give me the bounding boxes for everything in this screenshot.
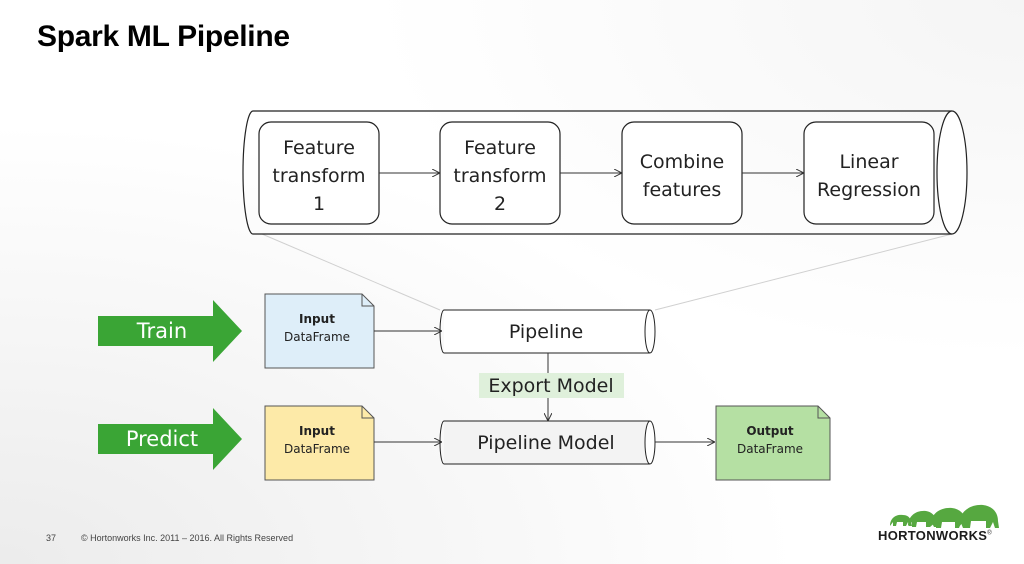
logo-wordmark: HORTONWORKS xyxy=(878,528,988,543)
pipeline-label: Pipeline xyxy=(509,321,583,343)
stage-2-line-3: 2 xyxy=(494,193,506,215)
stage-box-4: Linear Regression xyxy=(803,121,935,225)
pipeline-detail-cylinder xyxy=(242,110,968,235)
elephant-icon xyxy=(890,504,999,528)
output-dataframe: Output DataFrame xyxy=(715,405,831,481)
train-arrow-shape xyxy=(98,300,242,362)
predict-input-subtitle: DataFrame xyxy=(284,442,350,456)
stage-1-line-2: transform xyxy=(272,165,365,187)
pipeline-cylinder: Pipeline xyxy=(439,309,656,354)
pipeline-model-cylinder: Pipeline Model xyxy=(439,420,656,465)
logo-text: HORTONWORKS® xyxy=(878,528,992,543)
stage-2-line-2: transform xyxy=(453,165,546,187)
stage-3-line-1: Combine xyxy=(640,151,724,173)
zoom-line-left xyxy=(261,233,441,311)
stage-4-line-2: Regression xyxy=(817,179,921,201)
train-input-dataframe: Input DataFrame xyxy=(264,293,375,369)
stage-1-line-3: 1 xyxy=(313,193,325,215)
train-arrow: Train xyxy=(98,300,242,362)
export-model-badge xyxy=(479,373,624,398)
stage-4-line-1: Linear xyxy=(839,151,898,173)
predict-input-dataframe: Input DataFrame xyxy=(264,405,375,481)
stage-box-3: Combine features xyxy=(621,121,743,225)
stage-1-line-1: Feature xyxy=(283,137,355,159)
stage-2-line-1: Feature xyxy=(464,137,536,159)
predict-arrow-shape xyxy=(98,408,242,470)
train-input-subtitle: DataFrame xyxy=(284,330,350,344)
train-label: Train xyxy=(136,319,187,343)
slide-number: 37 xyxy=(46,533,57,543)
stage-3-line-2: features xyxy=(643,179,722,201)
hortonworks-logo: HORTONWORKS® xyxy=(878,500,999,546)
zoom-line-right xyxy=(654,233,953,311)
predict-input-title: Input xyxy=(299,424,335,438)
export-model-label: Export Model xyxy=(488,375,613,397)
copyright-text: © Hortonworks Inc. 2011 – 2016. All Righ… xyxy=(81,533,294,543)
output-subtitle: DataFrame xyxy=(737,442,803,456)
logo-registered-mark: ® xyxy=(987,530,992,537)
page-title: Spark ML Pipeline xyxy=(37,20,290,53)
train-input-title: Input xyxy=(299,312,335,326)
output-title: Output xyxy=(746,424,794,438)
predict-arrow: Predict xyxy=(98,408,242,470)
stage-box-2: Feature transform 2 xyxy=(439,121,561,225)
stage-box-1: Feature transform 1 xyxy=(258,121,380,225)
predict-label: Predict xyxy=(126,427,198,451)
pipeline-model-label: Pipeline Model xyxy=(477,432,614,454)
